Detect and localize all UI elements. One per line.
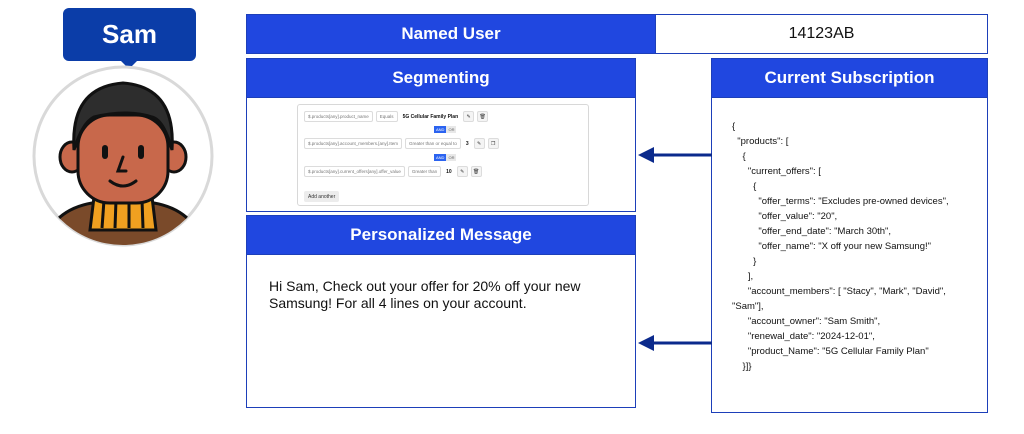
segment-value[interactable]: 10: [446, 168, 452, 175]
edit-icon[interactable]: ✎: [473, 138, 485, 149]
segment-operator-select[interactable]: Equals: [375, 111, 398, 122]
json-line: "offer_name": "X off your new Samsung!": [732, 241, 932, 252]
arrow-to-segmenting-icon: [638, 147, 712, 163]
json-line: {: [732, 121, 736, 132]
json-line: "account_owner": "Sam Smith",: [732, 316, 881, 327]
json-line: "offer_terms": "Excludes pre-owned devic…: [732, 196, 949, 207]
json-line: {: [732, 151, 746, 162]
personalized-message-title: Personalized Message: [247, 216, 635, 255]
arrows-layer: [638, 147, 712, 351]
json-line: ],: [732, 271, 754, 282]
user-avatar-icon: [32, 65, 214, 247]
and-option[interactable]: AND: [434, 126, 447, 133]
json-line: "account_members": [ "Stacy", "Mark", "D…: [732, 286, 946, 297]
personalized-message-text: Hi Sam, Check out your offer for 20% off…: [269, 278, 581, 311]
and-or-toggle[interactable]: AND OR: [434, 154, 457, 161]
segment-value[interactable]: 5G Cellular Family Plan: [402, 113, 459, 120]
segment-field-input[interactable]: $.products[any].current_offers[any].offe…: [304, 166, 405, 177]
json-line: }: [732, 256, 757, 267]
delete-icon[interactable]: 🗑: [470, 166, 482, 177]
segment-rule: $.products[any].product_name Equals 5G C…: [304, 111, 489, 122]
named-user-value: 14123AB: [788, 25, 855, 42]
json-line: "Sam"],: [732, 301, 764, 312]
json-line: "offer_end_date": "March 30th",: [732, 226, 892, 237]
and-option[interactable]: AND: [434, 154, 447, 161]
json-line: }]}: [732, 361, 752, 372]
json-line: {: [732, 181, 757, 192]
current-subscription-title: Current Subscription: [712, 59, 987, 98]
subscription-json: { "products": [ { "current_offers": [ { …: [732, 119, 982, 374]
named-user-bar: Named User 14123AB: [246, 14, 988, 54]
edit-icon[interactable]: ✎: [463, 111, 475, 122]
avatar: [32, 65, 214, 247]
named-user-label: Named User: [247, 15, 656, 53]
add-another-button[interactable]: Add another: [304, 191, 340, 202]
json-line: "product_Name": "5G Cellular Family Plan…: [732, 346, 929, 357]
segment-operator-select[interactable]: Greater than: [407, 166, 442, 177]
segment-field-input[interactable]: $.products[any].account_members.[any].It…: [304, 138, 403, 149]
or-option[interactable]: OR: [446, 154, 457, 161]
json-line: "products": [: [732, 136, 789, 147]
segment-value[interactable]: 3: [465, 140, 469, 147]
arrow-to-message-icon: [638, 335, 712, 351]
segment-rule: $.products[any].current_offers[any].offe…: [304, 166, 482, 177]
segmenting-panel: Segmenting $.products[any].product_name …: [246, 58, 636, 212]
and-or-toggle[interactable]: AND OR: [434, 126, 457, 133]
json-line: "offer_value": "20",: [732, 211, 838, 222]
segment-builder: $.products[any].product_name Equals 5G C…: [297, 104, 589, 206]
segment-operator-select[interactable]: Greater than or equal to: [405, 138, 461, 149]
bubble-tail: [119, 59, 139, 69]
delete-icon[interactable]: 🗑: [477, 111, 489, 122]
user-name-bubble: Sam: [63, 8, 196, 61]
segment-field-input[interactable]: $.products[any].product_name: [304, 111, 373, 122]
json-line: "current_offers": [: [732, 166, 821, 177]
user-name: Sam: [102, 19, 157, 49]
current-subscription-panel: Current Subscription { "products": [ { "…: [711, 58, 988, 413]
segmenting-title: Segmenting: [247, 59, 635, 98]
json-line: "renewal_date": "2024-12-01",: [732, 331, 875, 342]
personalized-message-panel: Personalized Message Hi Sam, Check out y…: [246, 215, 636, 408]
edit-icon[interactable]: ✎: [456, 166, 468, 177]
or-option[interactable]: OR: [446, 126, 457, 133]
copy-icon[interactable]: ❐: [487, 138, 499, 149]
segment-rule: $.products[any].account_members.[any].It…: [304, 138, 499, 149]
